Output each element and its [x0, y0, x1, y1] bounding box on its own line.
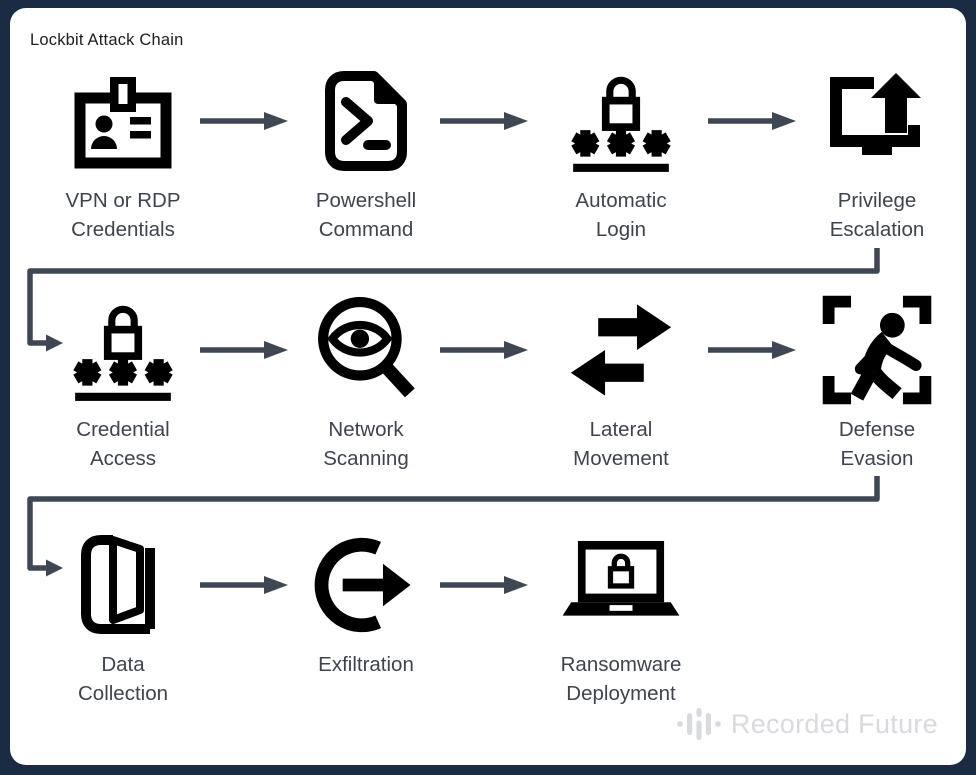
step-lateral-movement: Lateral Movement [521, 291, 721, 473]
flow-arrow [438, 106, 528, 136]
circle-arrow-out-icon [313, 526, 419, 644]
step-label: Powershell Command [315, 189, 417, 241]
powershell-file-icon [316, 62, 416, 180]
step-label: Data Collection [77, 653, 169, 705]
step-defense-evasion: Defense Evasion [777, 291, 976, 473]
magnifier-eye-icon [315, 291, 417, 409]
step-label: Lateral Movement [573, 418, 669, 470]
step-ransomware-deployment: Ransomware Deployment [521, 526, 721, 708]
step-data-collection: Data Collection [23, 526, 223, 708]
step-label: Ransomware Deployment [560, 653, 682, 705]
step-label: Network Scanning [323, 418, 409, 470]
step-automatic-login: Automatic Login [521, 62, 721, 244]
flow-arrow [438, 335, 528, 365]
step-label: Exfiltration [318, 653, 414, 676]
recorded-future-logo: Recorded Future [676, 706, 938, 742]
step-privilege-escalation: Privilege Escalation [777, 62, 976, 244]
id-badge-icon [73, 62, 173, 180]
step-vpn-rdp-credentials: VPN or RDP Credentials [23, 62, 223, 244]
step-network-scanning: Network Scanning [266, 291, 466, 473]
step-exfiltration: Exfiltration [266, 526, 466, 679]
password-lock-icon [565, 62, 677, 180]
laptop-lock-icon [554, 526, 688, 644]
person-viewfinder-icon [818, 291, 936, 409]
page-title: Lockbit Attack Chain [30, 31, 184, 49]
recorded-future-mark-icon [677, 708, 721, 740]
monitor-up-arrow-icon [820, 62, 934, 180]
step-label: Privilege Escalation [829, 189, 925, 241]
flow-arrow [198, 570, 288, 600]
step-label: VPN or RDP Credentials [65, 189, 181, 241]
step-label: Defense Evasion [838, 418, 916, 470]
step-label: Credential Access [76, 418, 170, 470]
logo-text: Recorded Future [730, 708, 938, 739]
flow-arrow [706, 106, 796, 136]
flow-arrow [438, 570, 528, 600]
password-lock-icon [67, 291, 179, 409]
step-powershell-command: Powershell Command [266, 62, 466, 244]
step-credential-access: Credential Access [23, 291, 223, 473]
lateral-arrows-icon [555, 291, 687, 409]
open-book-icon [73, 526, 173, 644]
step-label: Automatic Login [575, 189, 667, 241]
flow-arrow [198, 106, 288, 136]
